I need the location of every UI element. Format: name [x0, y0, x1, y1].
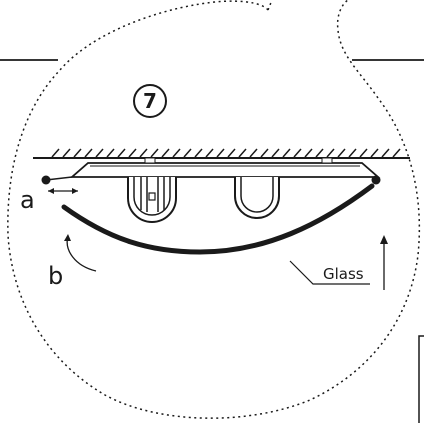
hatch-mark [139, 148, 148, 158]
glass-shade [61, 183, 375, 255]
arrow-up-push [380, 235, 388, 290]
hatch-mark [95, 148, 104, 158]
label-glass: Glass [323, 265, 364, 283]
hatch-mark [359, 148, 368, 158]
bulb-socket-left [127, 177, 177, 223]
hatch-mark [227, 148, 236, 158]
hatch-mark [62, 148, 71, 158]
hatch-mark [282, 148, 291, 158]
hatch-mark [326, 148, 335, 158]
hatch-mark [238, 148, 247, 158]
hatch-mark [271, 148, 280, 158]
ceiling-hatching [51, 148, 401, 158]
partial-panel-edge [418, 335, 424, 427]
hatch-mark [249, 148, 258, 158]
hatch-mark [381, 148, 390, 158]
hook-left [41, 175, 51, 185]
hatch-mark [194, 148, 203, 158]
mount-screw-right [321, 157, 333, 164]
hatch-mark [172, 148, 181, 158]
detail-callout-tail [267, 0, 273, 11]
hatch-mark [161, 148, 170, 158]
hatch-mark [117, 148, 126, 158]
hatch-mark [348, 148, 357, 158]
bulb-socket-right [234, 177, 280, 219]
label-a: a [20, 186, 35, 214]
hatch-mark [315, 148, 324, 158]
hatch-mark [370, 148, 379, 158]
arrow-b-curved [64, 234, 97, 272]
mount-screw-left [144, 157, 156, 164]
hatch-mark [51, 148, 60, 158]
step-number: 7 [143, 89, 157, 113]
step-number-badge: 7 [133, 84, 167, 118]
hatch-mark [73, 148, 82, 158]
hatch-mark [293, 148, 302, 158]
hatch-mark [150, 148, 159, 158]
hatch-mark [216, 148, 225, 158]
hatch-mark [106, 148, 115, 158]
glass-leader-line [289, 260, 370, 285]
step-badge-circle [133, 84, 167, 118]
hatch-mark [260, 148, 269, 158]
hatch-mark [304, 148, 313, 158]
hatch-mark [84, 148, 93, 158]
hatch-mark [337, 148, 346, 158]
hatch-mark [183, 148, 192, 158]
hatch-mark [205, 148, 214, 158]
hatch-mark [392, 148, 401, 158]
fixture-base-plate [69, 162, 381, 178]
hook-right [371, 175, 381, 185]
hatch-mark [128, 148, 137, 158]
arrow-a-double [48, 188, 78, 194]
label-b: b [48, 262, 63, 290]
